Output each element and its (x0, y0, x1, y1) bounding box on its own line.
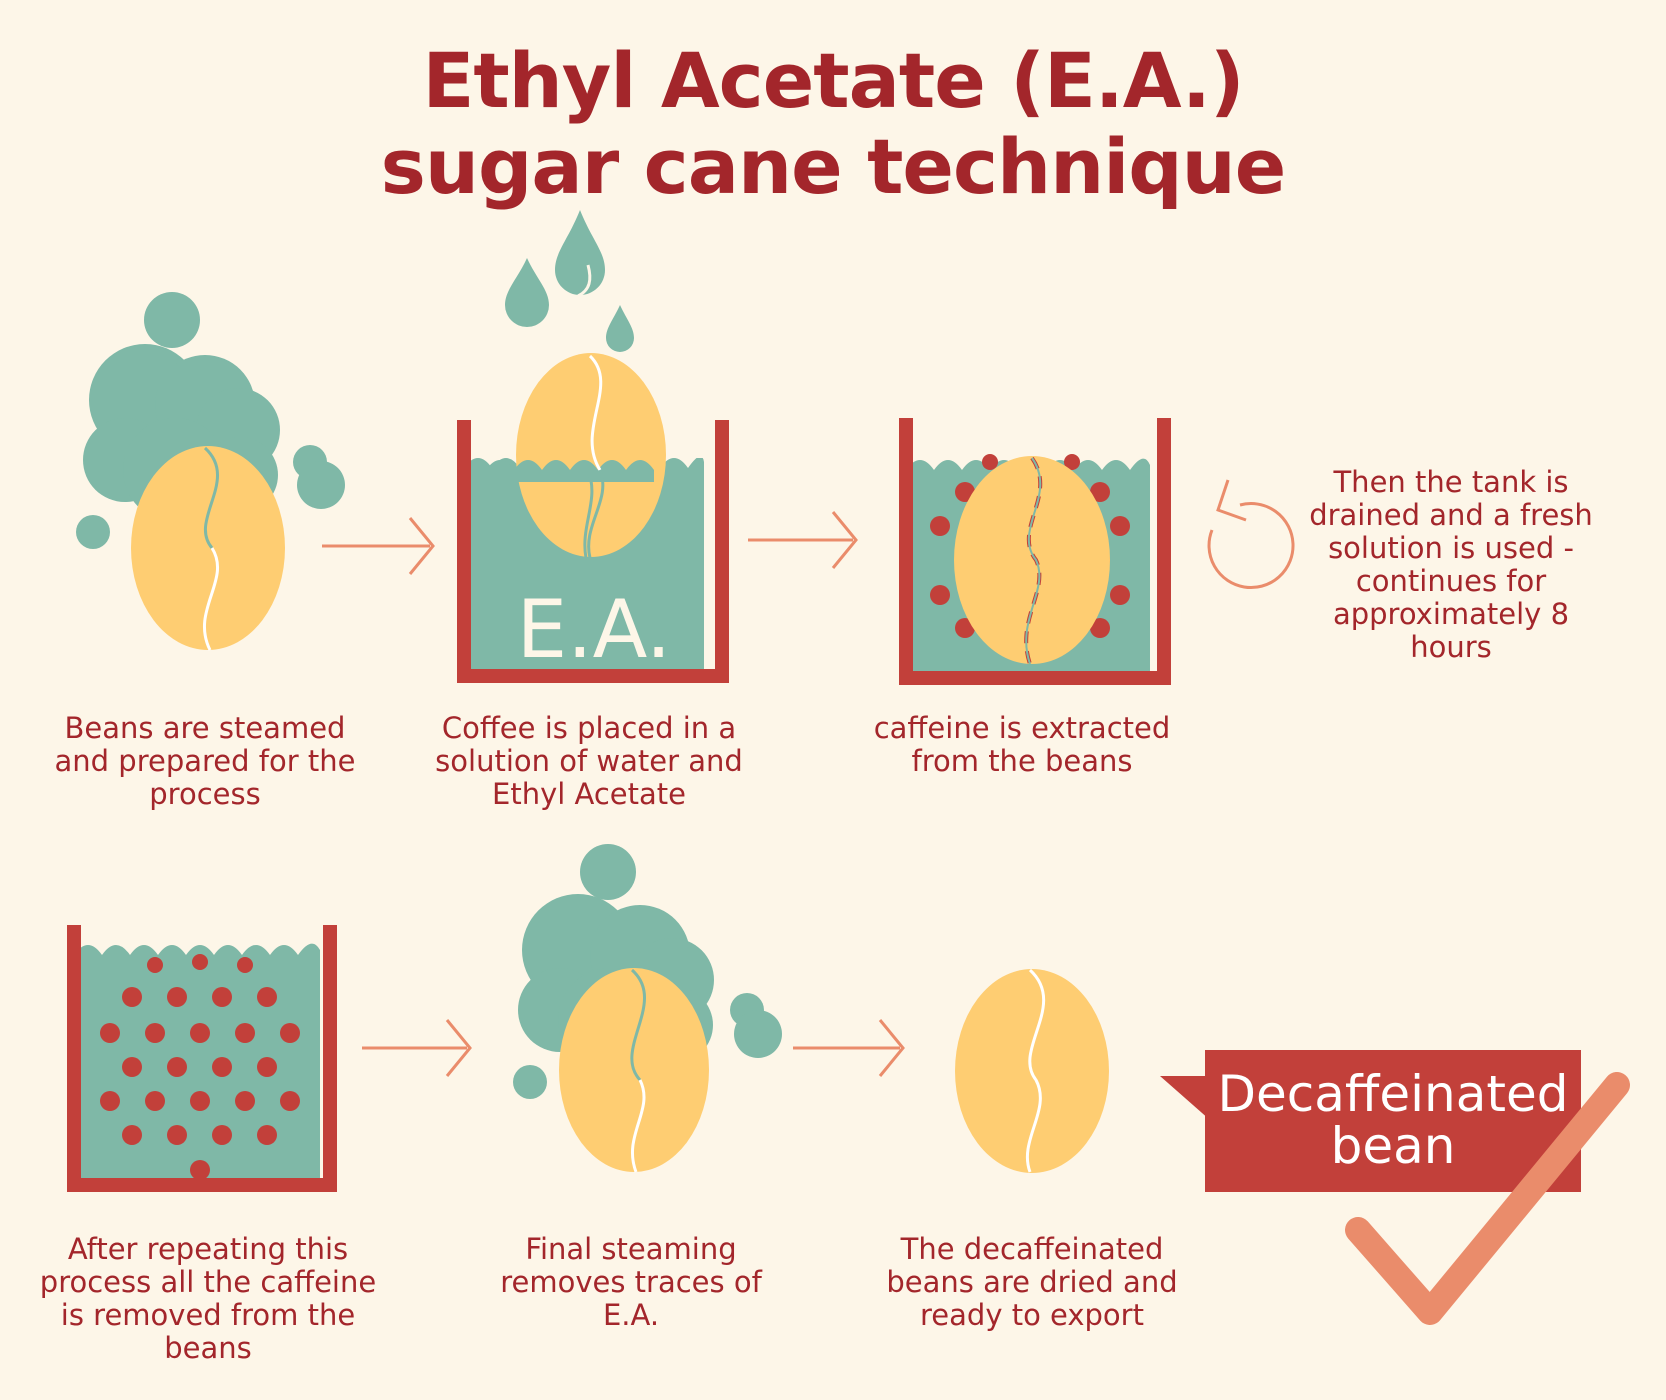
page-title: Ethyl Acetate (E.A.) sugar cane techniqu… (0, 38, 1666, 210)
caffeine-dots (100, 954, 300, 1180)
decaffeinated-badge (1160, 1050, 1581, 1192)
arrow-right-icon (748, 511, 858, 569)
tank-icon (67, 915, 337, 1192)
step-4-caption: After repeating this process all the caf… (39, 1232, 377, 1365)
step-5-caption: Final steaming removes traces of E.A. (500, 1232, 762, 1332)
coffee-bean-icon (955, 968, 1109, 1173)
step-6-caption: The decaffeinated beans are dried and re… (886, 1232, 1178, 1332)
checkmark-icon (1345, 1072, 1630, 1325)
arrow-right-icon (793, 1019, 905, 1077)
badge-line-2: bean (1330, 1117, 1456, 1175)
arrow-right-icon (362, 1019, 472, 1077)
step-3-caption: caffeine is extracted from the beans (873, 711, 1171, 778)
step-1-caption: Beans are steamed and prepared for the p… (54, 711, 356, 811)
arrow-right-icon (322, 517, 435, 575)
badge-line-1: Decaffeinated (1217, 1065, 1569, 1123)
tank-icon (899, 418, 1171, 685)
tank-icon (457, 353, 729, 683)
coffee-bean-icon (559, 968, 709, 1173)
coffee-bean-icon (131, 446, 285, 651)
cycle-arrow-icon (1207, 479, 1295, 589)
tank-label: E.A. (516, 583, 672, 676)
title-line-1: Ethyl Acetate (E.A.) (422, 36, 1244, 125)
water-drops-icon (505, 210, 634, 352)
title-line-2: sugar cane technique (380, 122, 1287, 211)
step-2-caption: Coffee is placed in a solution of water … (435, 711, 743, 811)
badge-text: Decaffeinated bean (1205, 1068, 1581, 1172)
repeat-note: Then the tank is drained and a fresh sol… (1309, 465, 1593, 664)
